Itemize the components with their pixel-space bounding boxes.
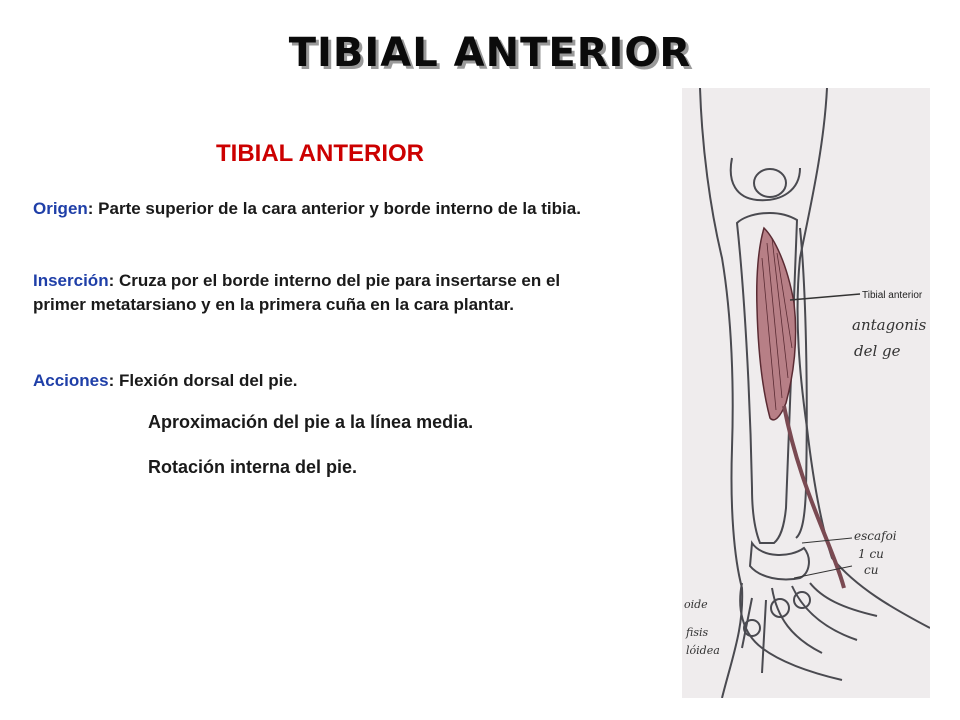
- tibialis-tendon: [782, 405, 846, 589]
- origen-label: Origen: [33, 199, 88, 218]
- foot-bones: [739, 582, 878, 681]
- muscle-label: Tibial anterior: [862, 290, 923, 301]
- accion-item-2: Aproximación del pie a la línea media.: [148, 412, 474, 432]
- insercion-paragraph: Inserción: Cruza por el borde interno de…: [33, 269, 603, 317]
- origen-text: : Parte superior de la cara anterior y b…: [87, 199, 581, 218]
- slide-title: TIBIAL ANTERIOR: [288, 30, 692, 76]
- handwritten-note-8: lóidea: [686, 644, 720, 657]
- handwritten-note-4: 1 cu: [858, 547, 884, 561]
- label-leader-line: [789, 293, 861, 301]
- patella: [753, 168, 787, 198]
- anatomy-illustration: Tibial anterior antagonis del ge escafoi…: [682, 88, 930, 698]
- insercion-label: Inserción: [33, 271, 109, 290]
- knee-outline: [729, 157, 801, 202]
- insercion-text: : Cruza por el borde interno del pie par…: [33, 271, 561, 314]
- acciones-label: Acciones: [33, 371, 109, 390]
- origen-paragraph: Origen: Parte superior de la cara anteri…: [33, 197, 603, 221]
- handwritten-note-6: oide: [684, 598, 708, 611]
- handwritten-note-3: escafoi: [854, 529, 897, 543]
- handwritten-note-1: antagonis: [852, 316, 927, 334]
- acciones-paragraph: Acciones: Flexión dorsal del pie.: [33, 369, 603, 393]
- section-heading: TIBIAL ANTERIOR: [216, 140, 424, 167]
- ankle-bones: [748, 540, 810, 581]
- tibialis-anterior-muscle: [756, 226, 797, 421]
- fibula: [795, 227, 808, 539]
- leg-drawing: Tibial anterior antagonis del ge escafoi…: [684, 88, 930, 698]
- handwritten-note-7: fisis: [685, 626, 709, 639]
- tibia: [735, 212, 799, 544]
- handwritten-note-5: cu: [864, 563, 878, 577]
- accion-item-3: Rotación interna del pie.: [148, 457, 358, 477]
- leg-outline-right: [796, 88, 930, 629]
- handwritten-note-2: del ge: [854, 342, 901, 360]
- acciones-text: : Flexión dorsal del pie.: [108, 371, 298, 390]
